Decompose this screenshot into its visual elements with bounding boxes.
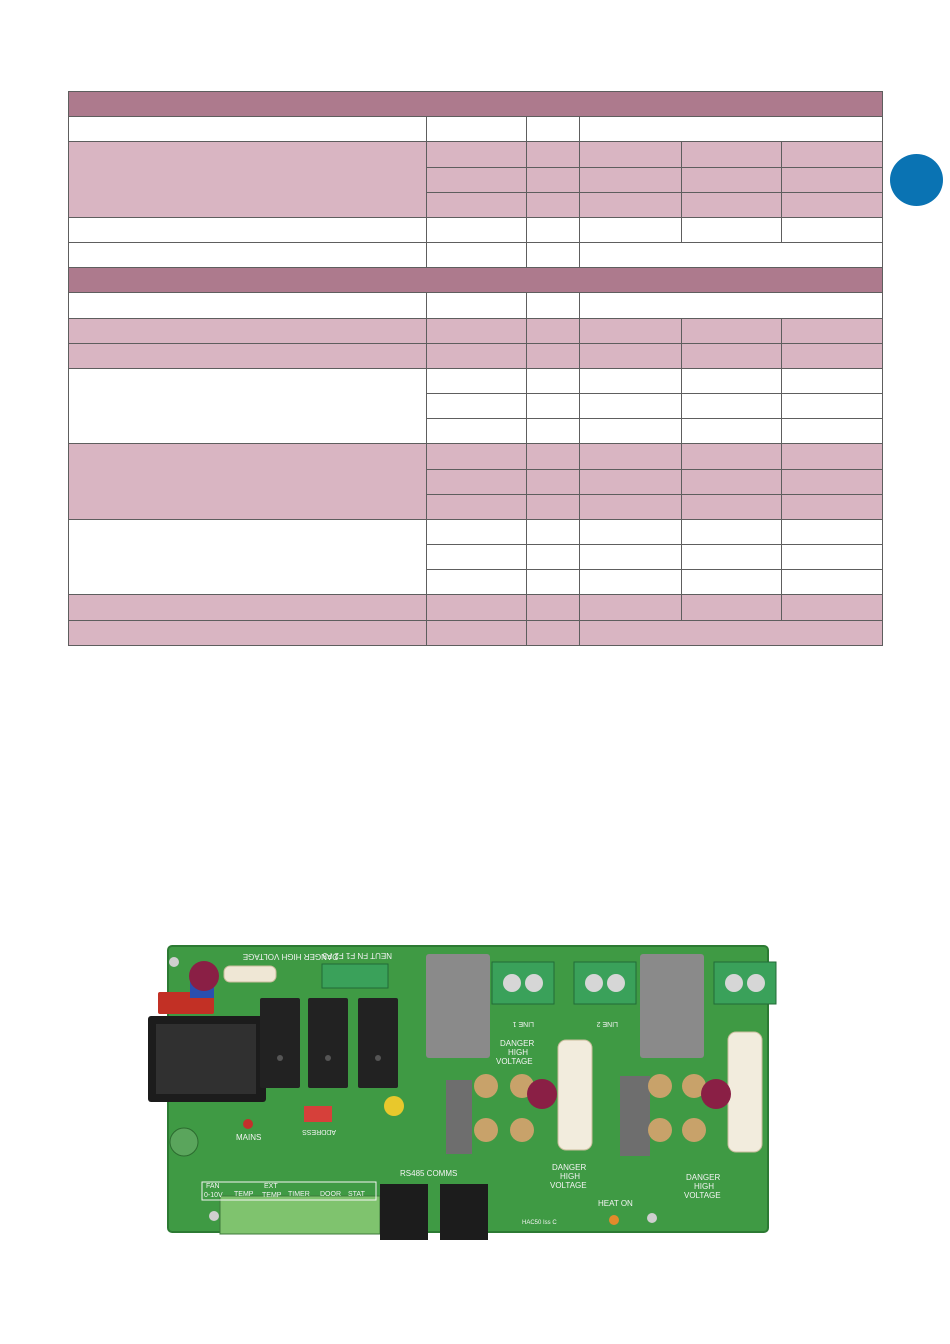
danger-mid-label-3: VOLTAGE: [496, 1057, 533, 1066]
callout-marker: [189, 961, 219, 991]
table-row: [69, 191, 884, 218]
section-header-row: [67, 267, 884, 294]
timer-label: TIMER: [288, 1191, 310, 1198]
terminal-line-3: [713, 961, 777, 1005]
table-row: [68, 242, 884, 269]
fuse-right: [727, 1031, 763, 1153]
section-header-cell: [67, 90, 884, 118]
table-row: [69, 468, 884, 495]
relay-2: [308, 998, 348, 1088]
table-row: [68, 518, 884, 596]
terminal-strip-low-voltage: [219, 1195, 381, 1235]
danger-bot-label-2: HIGH: [560, 1172, 580, 1181]
fan-sub-label: 0-10V: [204, 1192, 223, 1199]
line-2-label: LINE 2: [596, 1020, 618, 1027]
heat-on-label: HEAT ON: [598, 1199, 633, 1208]
stat-label: STAT: [348, 1191, 366, 1198]
section-header-row: [67, 90, 884, 118]
fan-label: FAN: [206, 1183, 220, 1190]
table-row: [68, 292, 884, 319]
x-capacitor-1: [426, 954, 490, 1058]
mains-label: MAINS: [236, 1133, 261, 1142]
ext-sub-label: TEMP: [262, 1192, 282, 1199]
yellow-capacitor: [384, 1096, 404, 1116]
table-row: [69, 393, 884, 420]
heat-on-led: [609, 1215, 619, 1225]
ext-label: EXT: [264, 1183, 278, 1190]
section-tab-marker: [890, 154, 943, 206]
table-row: [68, 342, 884, 369]
spec-table: [67, 90, 884, 647]
table-row: [68, 216, 884, 244]
small-terminal-block: [321, 963, 389, 989]
heatsink-block-2: [620, 1076, 650, 1156]
table-row: [68, 141, 884, 218]
danger-bot-label-3: VOLTAGE: [550, 1181, 587, 1190]
board-id-label: HAC50 Iss C: [522, 1220, 557, 1226]
table-row: [68, 443, 884, 520]
dip-switch: [304, 1106, 332, 1122]
callout-marker: [701, 1079, 731, 1109]
rj45-jack-2: [440, 1184, 488, 1240]
x-capacitor-2: [640, 954, 704, 1058]
table-row: [69, 569, 884, 596]
rs485-label: RS485 COMMS: [400, 1169, 457, 1178]
electrolytic-capacitor: [169, 1127, 199, 1157]
danger-right-label-3: VOLTAGE: [684, 1191, 721, 1200]
danger-right-label-1: DANGER: [686, 1173, 720, 1182]
callout-marker: [527, 1079, 557, 1109]
terminal-line-2: [573, 961, 637, 1005]
danger-top-label: DANGER HIGH VOLTAGE: [243, 952, 338, 961]
section-header-cell: [67, 267, 884, 294]
table-row: [68, 594, 884, 621]
stud: [474, 1074, 498, 1098]
table-row: [69, 493, 884, 520]
mains-led: [243, 1119, 253, 1129]
danger-right-label-2: HIGH: [694, 1182, 714, 1191]
neut-label: NEUT FN F1 F2 F3: [322, 951, 392, 960]
heatsink-block-1: [446, 1080, 472, 1154]
temp-label: TEMP: [234, 1191, 254, 1198]
line-1-label: LINE 1: [512, 1020, 534, 1027]
table-row: [68, 367, 884, 445]
danger-mid-label-2: HIGH: [508, 1048, 528, 1057]
fuse-mid: [557, 1039, 593, 1151]
danger-mid-label-1: DANGER: [500, 1039, 534, 1048]
terminal-line-1: [491, 961, 555, 1005]
table-row: [68, 619, 884, 647]
fuse-top: [223, 965, 277, 983]
table-row: [68, 317, 884, 344]
table-row: [69, 166, 884, 193]
table-row: [69, 418, 884, 445]
rj45-jack-1: [380, 1184, 428, 1240]
address-label: ADDRESS: [302, 1128, 336, 1135]
relay-3: [358, 998, 398, 1088]
danger-bot-label-1: DANGER: [552, 1163, 586, 1172]
relay-1: [260, 998, 300, 1088]
table-row: [68, 116, 884, 143]
door-label: DOOR: [320, 1191, 341, 1198]
circuit-board-photo: DANGER HIGH VOLTAGE NEUT FN F1 F2 F3 LIN…: [148, 945, 777, 1240]
